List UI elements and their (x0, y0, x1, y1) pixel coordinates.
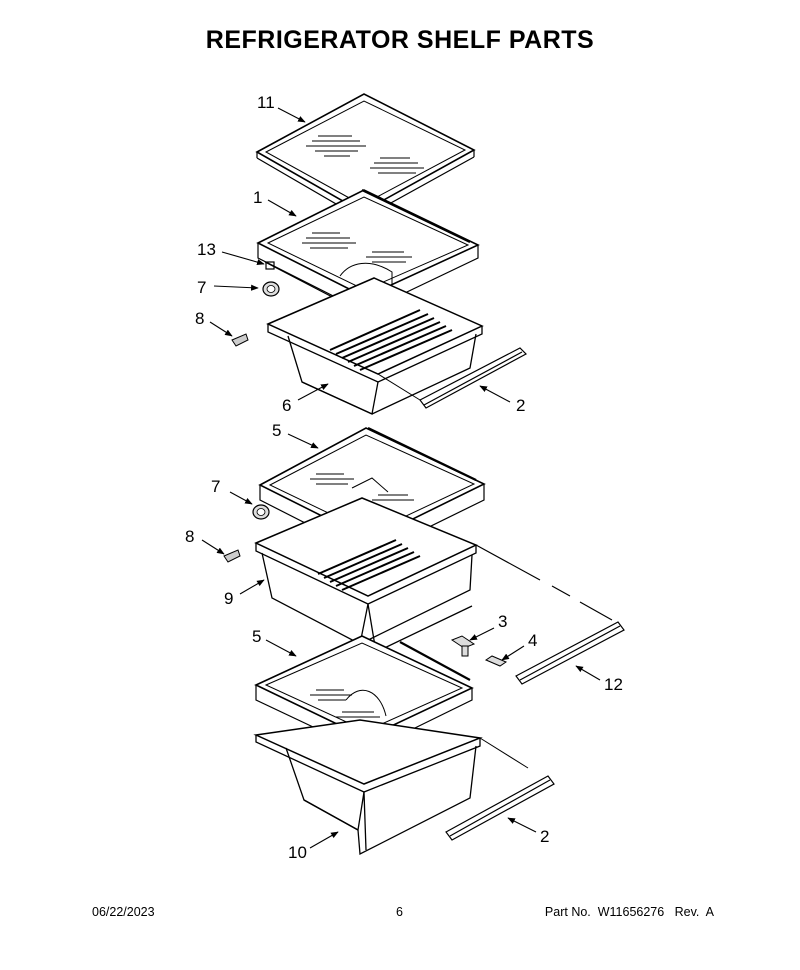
callout-12: 12 (604, 675, 623, 694)
callout-10: 10 (288, 843, 307, 862)
callout-1: 1 (253, 188, 262, 207)
page-title: REFRIGERATOR SHELF PARTS (205, 26, 595, 54)
callout-3: 3 (498, 612, 507, 631)
crisper-tray-upper (266, 277, 484, 415)
knob-upper (262, 281, 280, 297)
rail-upper (419, 347, 527, 409)
leader-rail-lower (479, 737, 529, 769)
rail-lower (445, 775, 555, 841)
screw-upper (231, 333, 249, 347)
footer-part-number: Part No. W11656276 Rev. A (544, 905, 714, 919)
glass-shelf-lower (254, 635, 474, 753)
callout-9: 9 (224, 589, 233, 608)
callout-11: 11 (257, 93, 275, 112)
callout-7-lower: 7 (211, 477, 220, 496)
crisper-drawer-bottom (253, 719, 483, 856)
callout-4: 4 (528, 631, 537, 650)
leader-rail-upper (377, 373, 421, 401)
glass-shelf-top (255, 93, 476, 220)
knob-lower (252, 504, 270, 520)
footer-date: 06/22/2023 (92, 905, 155, 919)
callout-13: 13 (197, 240, 216, 259)
rail-12 (515, 621, 625, 685)
crisper-drawer-middle (254, 497, 478, 653)
callout-2-upper: 2 (516, 396, 525, 415)
callout-8-upper: 8 (195, 309, 204, 328)
footer-page-number: 6 (396, 905, 403, 919)
callout-8-lower: 8 (185, 527, 194, 546)
callout-6: 6 (282, 396, 291, 415)
screw-lower (223, 549, 241, 563)
callout-7-upper: 7 (197, 278, 206, 297)
callout-leaders (201, 107, 601, 849)
clip-part-4 (484, 655, 508, 667)
callout-5-lower: 5 (252, 627, 261, 646)
callout-2-lower: 2 (540, 827, 549, 846)
leader-rail-12 (475, 544, 613, 621)
callout-5-middle: 5 (272, 421, 281, 440)
clip-part-3 (450, 635, 476, 657)
